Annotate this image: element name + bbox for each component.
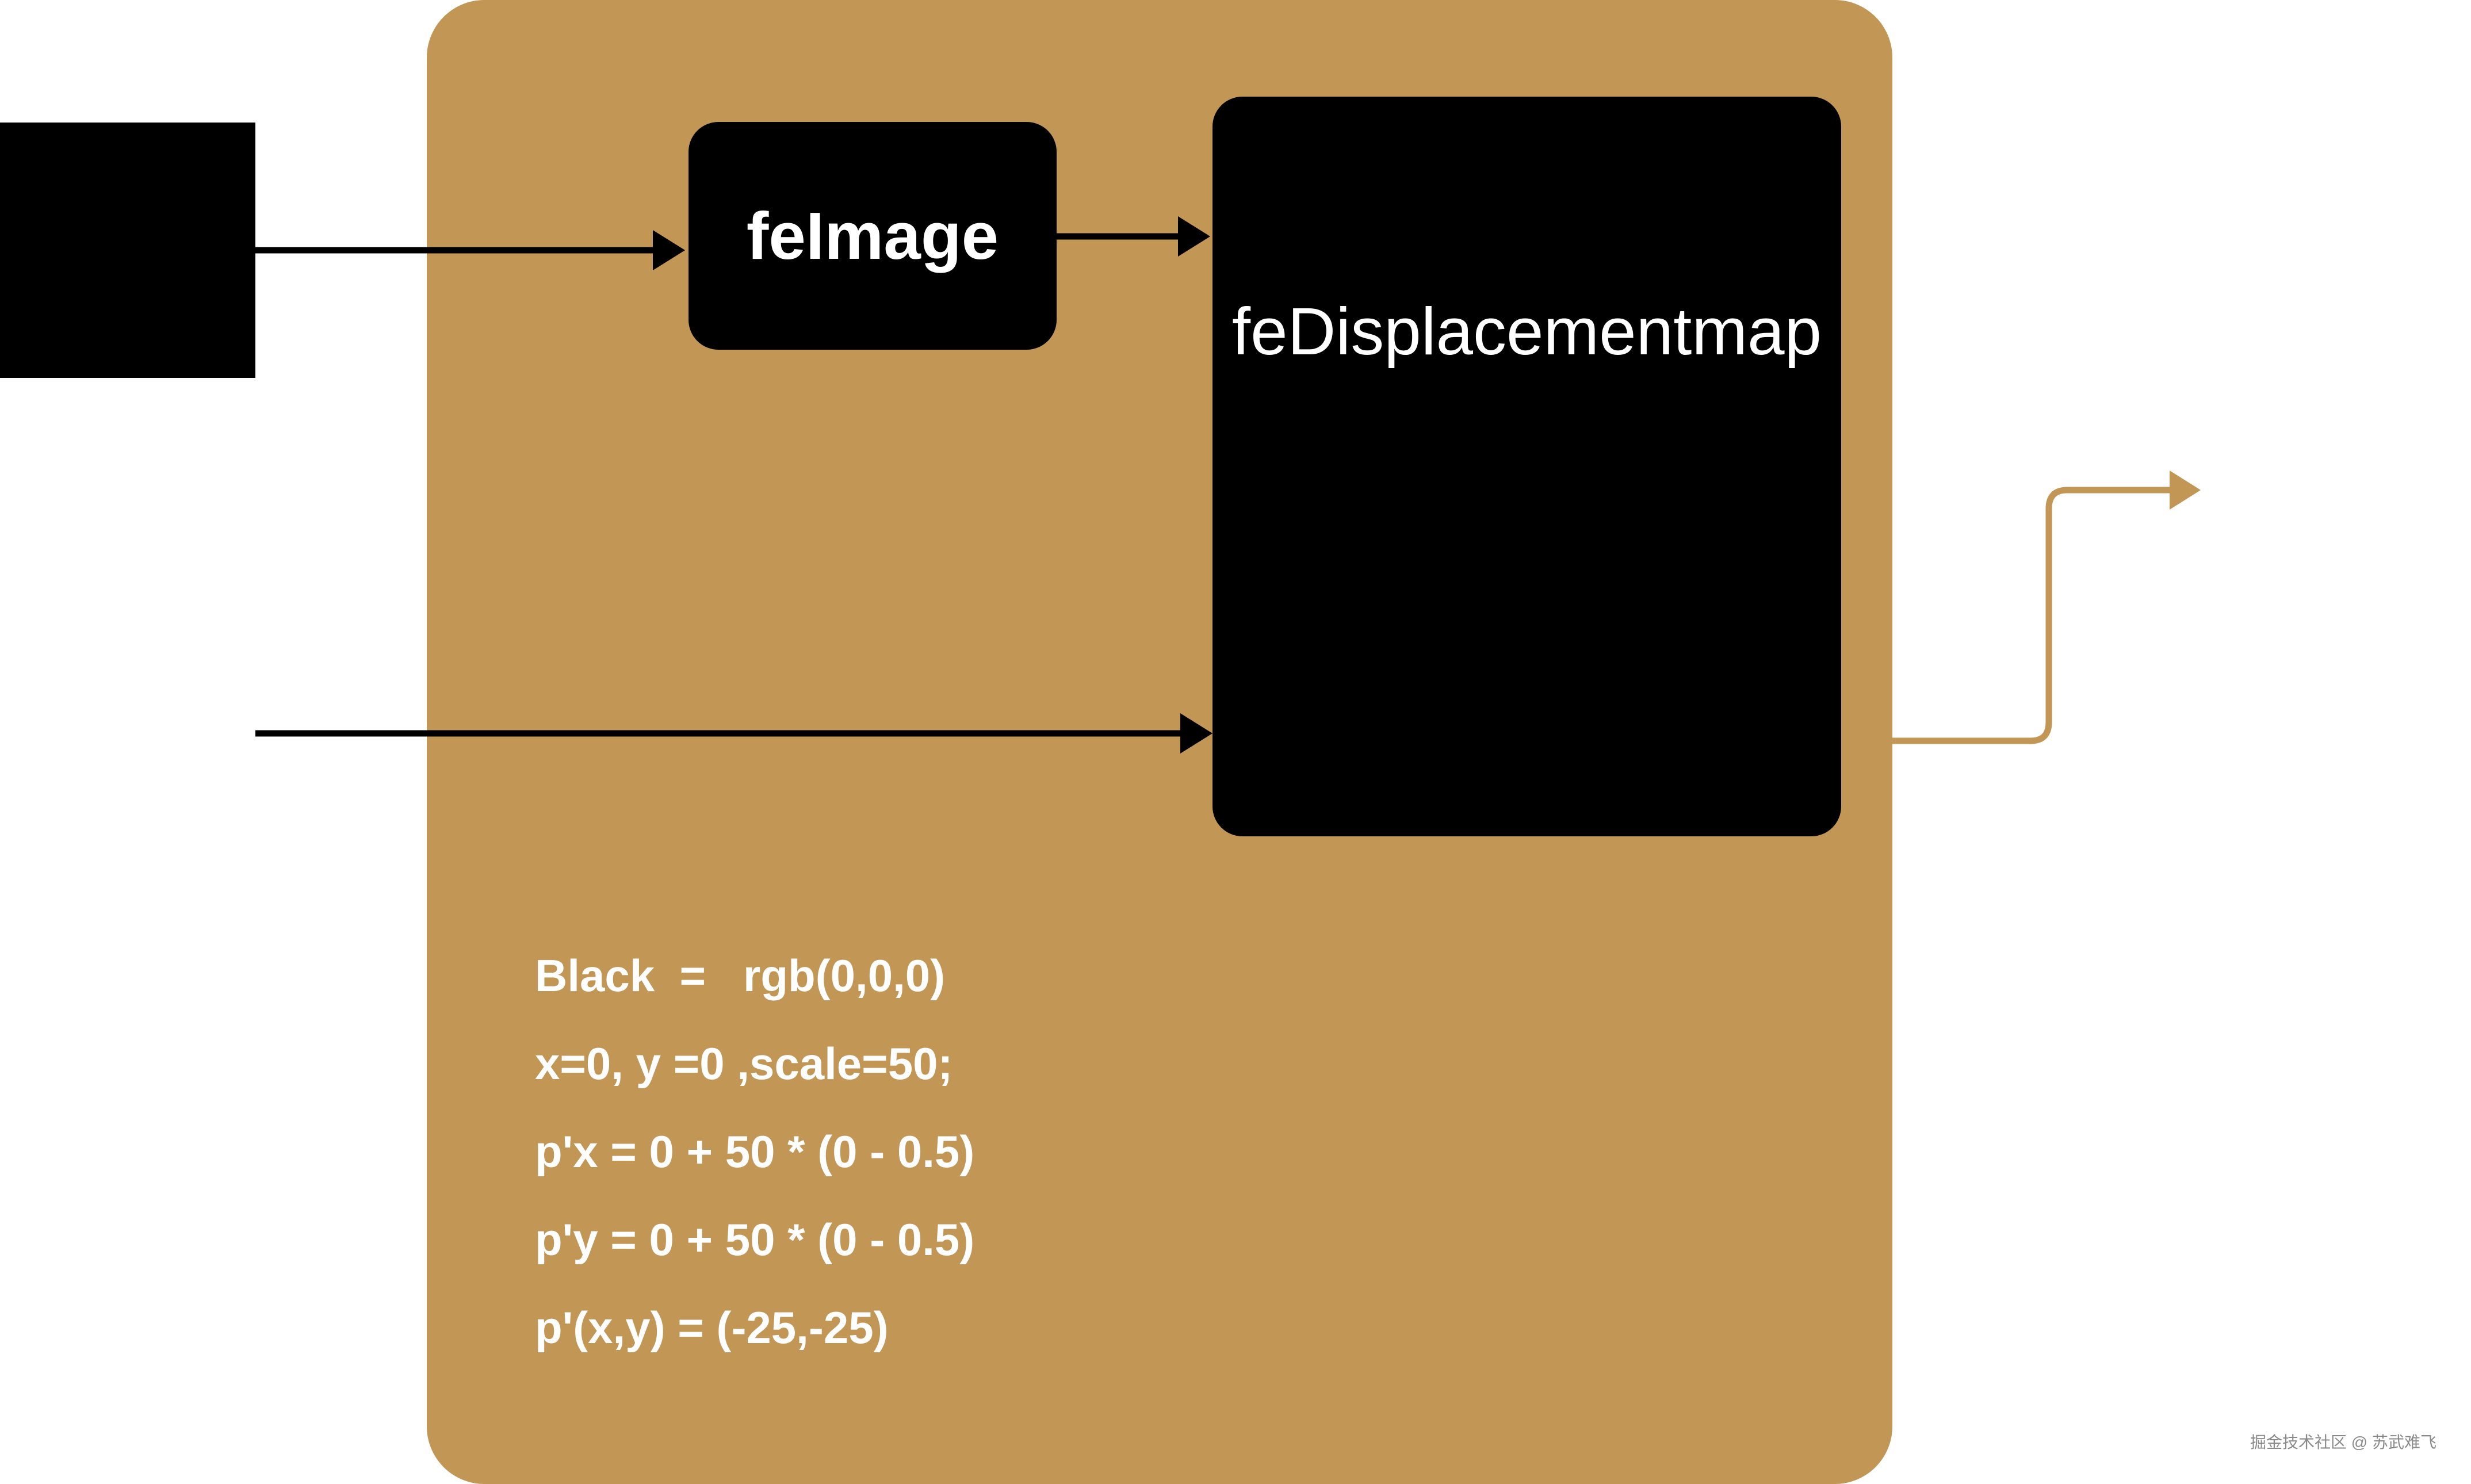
fedisplacementmap-node: feDisplacementmap (1212, 97, 1841, 836)
formula-line-color: Black = rgb(0,0,0) (535, 950, 946, 1001)
watermark-text: 掘金技术社区 @ 苏武难飞 (2250, 1433, 2436, 1451)
arrow-output (1892, 471, 2201, 744)
fedisplacementmap-label: feDisplacementmap (1231, 294, 1822, 369)
arrow-feimage-to-fedisplacementmap (1057, 216, 1210, 257)
arrow-source-to-feimage (255, 230, 685, 270)
formula-line-px: p'x = 0 + 50 * (0 - 0.5) (535, 1126, 975, 1177)
black-source-square (0, 123, 255, 378)
formula-line-py: p'y = 0 + 50 * (0 - 0.5) (535, 1214, 975, 1265)
displacement-formula: Black = rgb(0,0,0) x=0, y =0 ,scale=50; … (535, 943, 974, 1383)
formula-line-result: p'(x,y) = (-25,-25) (535, 1302, 889, 1353)
formula-line-params: x=0, y =0 ,scale=50; (535, 1038, 953, 1089)
feimage-label: feImage (746, 198, 999, 273)
arrow-source-to-fedisplacementmap (255, 713, 1212, 754)
feimage-node: feImage (688, 122, 1057, 350)
